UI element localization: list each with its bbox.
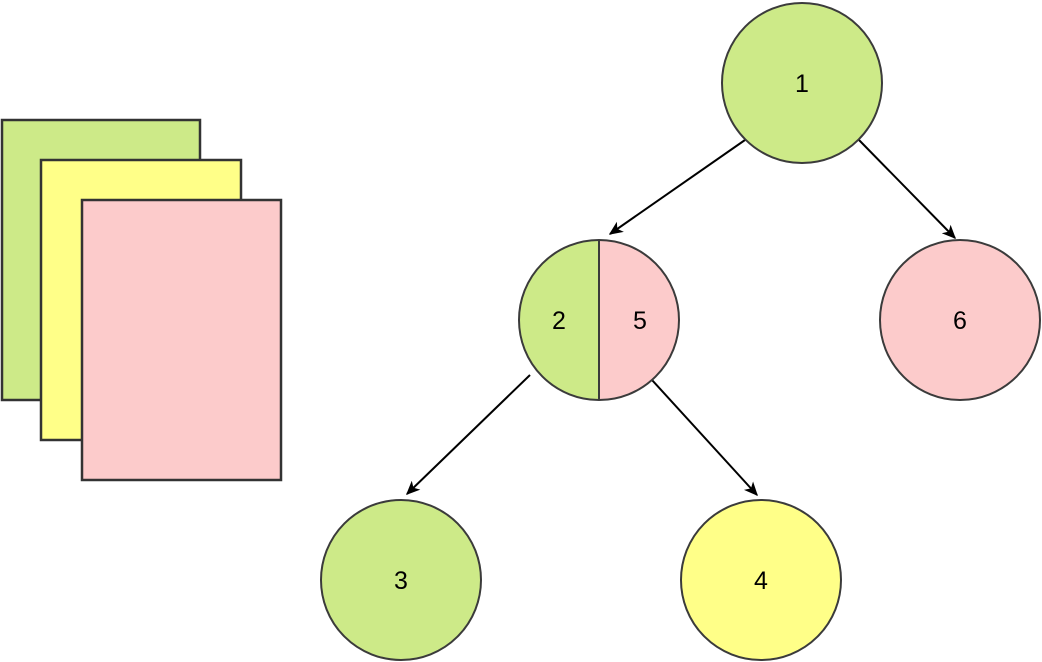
edge-node1-to-node6	[858, 139, 956, 240]
edge-node2-to-node3	[405, 374, 531, 495]
node-1-circle[interactable]	[721, 2, 883, 164]
node-4-circle[interactable]	[680, 499, 842, 661]
edge-node5-to-node4	[651, 379, 758, 497]
edges-group	[405, 139, 956, 497]
node-4-label: 4	[754, 567, 768, 595]
node-6-circle[interactable]	[879, 239, 1041, 401]
node-3-label: 3	[394, 567, 408, 595]
node-5-label: 5	[633, 307, 647, 335]
node-6[interactable]: 6	[879, 239, 1041, 401]
node-6-label: 6	[953, 307, 967, 335]
node-2-half-circle[interactable]	[519, 240, 679, 400]
node-3[interactable]: 3	[320, 499, 482, 661]
node-1-label: 1	[795, 70, 809, 98]
node-2-label: 2	[552, 307, 566, 335]
node-5-half-circle[interactable]	[519, 240, 679, 400]
node-4[interactable]: 4	[680, 499, 842, 661]
card-pink[interactable]	[80, 198, 283, 482]
node-2-5[interactable]: 2 5	[518, 239, 680, 401]
node-1[interactable]: 1	[721, 2, 883, 164]
stacked-cards-group	[0, 118, 283, 482]
edge-node1-to-node2	[608, 139, 746, 235]
node-3-circle[interactable]	[320, 499, 482, 661]
